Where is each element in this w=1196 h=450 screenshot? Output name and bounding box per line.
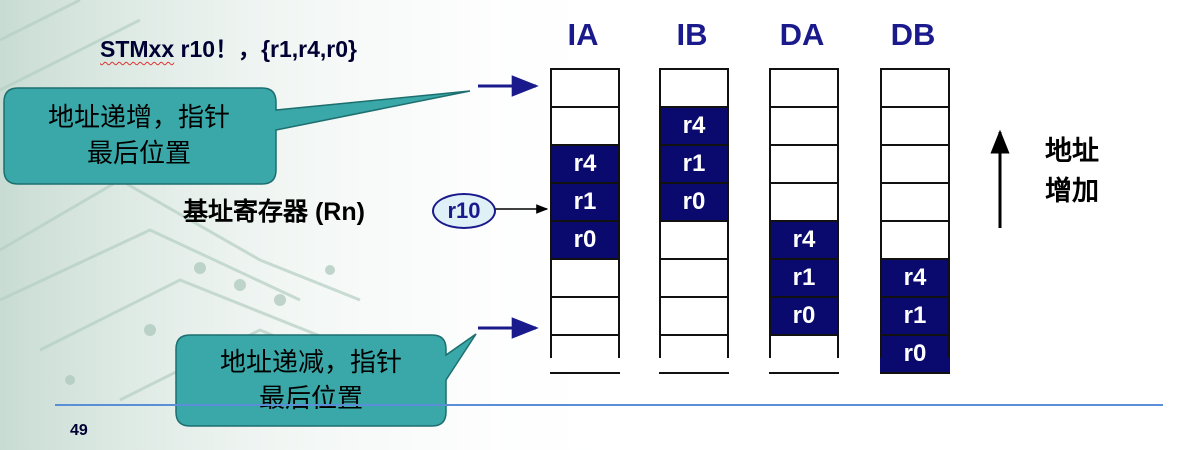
stack-cell — [880, 68, 950, 106]
callout-decrement-line2: 最后位置 — [258, 384, 363, 414]
footer-divider — [55, 404, 1163, 406]
stack-cell — [880, 106, 950, 144]
stack-cell — [659, 258, 729, 296]
stack-ib: r4 r1 r0 — [659, 68, 729, 374]
callout-increment-line1: 地址递增，指针 — [47, 103, 230, 133]
base-register-bubble: r10 — [432, 193, 496, 229]
page-number: 49 — [70, 422, 88, 439]
stack-cell: r4 — [550, 144, 620, 182]
register-label: r0 — [792, 302, 816, 329]
stack-cell — [659, 68, 729, 106]
callout-increment-text: 地址递增，指针 最后位置 — [14, 100, 264, 172]
callout-decrement-shape — [175, 333, 477, 427]
callout-increment-line2: 最后位置 — [86, 139, 191, 169]
stack-cell — [769, 68, 839, 106]
stack-da: r4 r1 r0 — [769, 68, 839, 374]
stack-cell: r1 — [880, 296, 950, 334]
stack-cell — [550, 296, 620, 334]
column-head-db: DB — [890, 17, 936, 52]
stack-cell — [550, 68, 620, 106]
column-head-ia: IA — [567, 17, 599, 52]
stack-cell — [880, 220, 950, 258]
register-label: r0 — [903, 340, 927, 367]
register-label: r4 — [573, 150, 597, 177]
stack-cell: r4 — [659, 106, 729, 144]
instruction-mnemonic: STMxx — [100, 36, 175, 62]
stack-cell — [550, 106, 620, 144]
stack-bottom-edge — [659, 372, 729, 374]
instruction-operands: r10！，{r1,r4,r0} — [174, 36, 357, 62]
base-register-label-cn: 基址寄存器 — [183, 197, 309, 226]
stack-cell — [659, 296, 729, 334]
stack-bottom-edge — [880, 372, 950, 374]
stack-ia: r4 r1 r0 — [550, 68, 620, 374]
stack-cell — [769, 106, 839, 144]
stack-cell: r4 — [880, 258, 950, 296]
register-label: r1 — [682, 150, 706, 177]
register-label: r1 — [903, 302, 927, 329]
register-label: r4 — [792, 226, 816, 253]
register-label: r4 — [903, 264, 927, 291]
callout-decrement-line1: 地址递减，指针 — [219, 348, 402, 378]
base-register-label: 基址寄存器 (Rn) — [183, 192, 372, 228]
stack-bottom-edge — [550, 372, 620, 374]
stack-cell — [769, 334, 839, 372]
address-increase-line1: 地址 — [1045, 136, 1099, 167]
stack-cell: r0 — [769, 296, 839, 334]
stack-cell: r0 — [880, 334, 950, 372]
address-increase-line2: 增加 — [1045, 176, 1099, 207]
stack-cell: r1 — [659, 144, 729, 182]
stack-cell — [550, 258, 620, 296]
base-register-label-en: (Rn) — [308, 198, 372, 226]
stack-cell — [550, 334, 620, 372]
column-head-ib: IB — [676, 17, 708, 52]
stack-cell: r1 — [550, 182, 620, 220]
register-label: r1 — [573, 188, 597, 215]
stack-cell — [880, 144, 950, 182]
stack-cell: r0 — [659, 182, 729, 220]
column-head-da: DA — [779, 17, 825, 52]
stack-cell: r0 — [550, 220, 620, 258]
register-label: r1 — [792, 264, 816, 291]
stack-db: r4 r1 r0 — [880, 68, 950, 374]
stack-cell — [880, 182, 950, 220]
register-label: r0 — [573, 226, 597, 253]
stack-cell: r4 — [769, 220, 839, 258]
stack-cell — [769, 182, 839, 220]
address-increase-label: 地址 增加 — [1045, 132, 1117, 212]
callout-decrement-text: 地址递减，指针 最后位置 — [186, 345, 436, 417]
stack-cell — [769, 144, 839, 182]
callout-increment-shape — [3, 87, 471, 185]
register-label: r0 — [682, 188, 706, 215]
stack-cell: r1 — [769, 258, 839, 296]
register-label: r4 — [682, 112, 706, 139]
stack-bottom-edge — [769, 372, 839, 374]
stack-cell — [659, 334, 729, 372]
stack-cell — [659, 220, 729, 258]
instruction-text: STMxx r10！，{r1,r4,r0} — [100, 30, 357, 64]
